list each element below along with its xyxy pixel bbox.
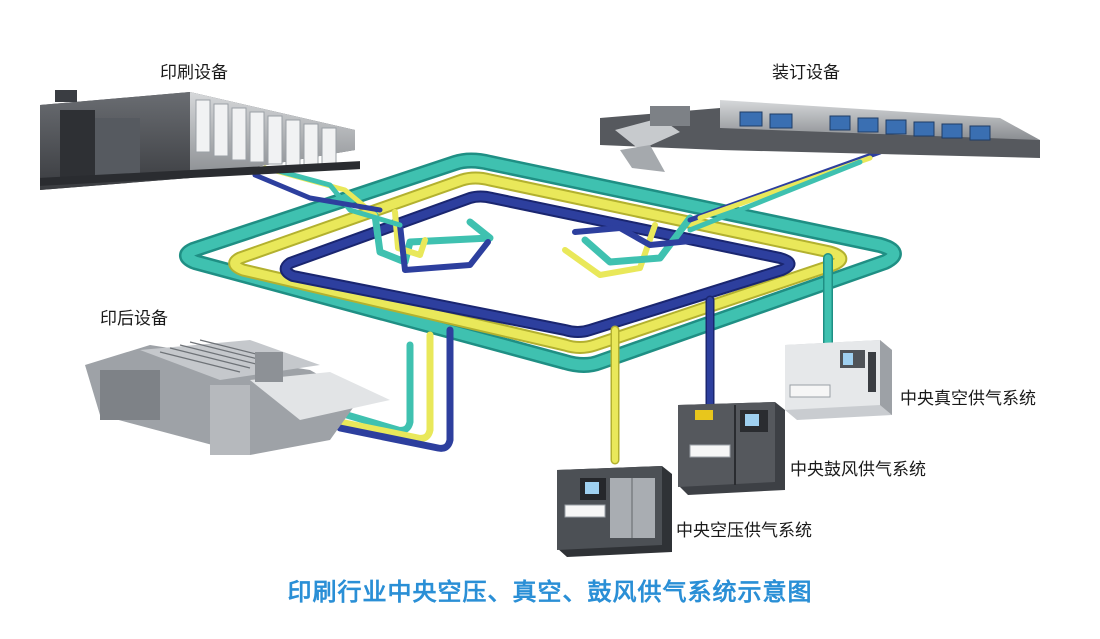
post-press-machine <box>85 339 390 455</box>
binding-equipment-label: 装订设备 <box>772 63 840 83</box>
post-press-equipment-label: 印后设备 <box>100 309 168 329</box>
blower-system-cabinet <box>678 402 785 495</box>
printing-equipment-label: 印刷设备 <box>160 63 228 83</box>
compressed-air-system-label: 中央空压供气系统 <box>676 521 812 541</box>
printing-feed-lines <box>252 165 403 228</box>
diagram-caption: 印刷行业中央空压、真空、鼓风供气系统示意图 <box>287 578 813 606</box>
pipe-network <box>179 149 902 465</box>
blower-system-label: 中央鼓风供气系统 <box>790 460 926 480</box>
vacuum-system-label: 中央真空供气系统 <box>900 389 1036 409</box>
compressed-air-system-cabinet <box>557 466 672 557</box>
binding-machine <box>600 100 1040 172</box>
vacuum-system-cabinet <box>785 340 892 420</box>
binding-feed-lines <box>687 149 883 233</box>
blue-pipe-loop <box>279 190 796 338</box>
teal-pipe-loop <box>179 152 902 373</box>
system-drop-lines <box>610 253 833 465</box>
post-press-feed-lines <box>326 326 454 452</box>
printing-press <box>40 90 360 190</box>
inner-crossovers <box>371 209 703 278</box>
